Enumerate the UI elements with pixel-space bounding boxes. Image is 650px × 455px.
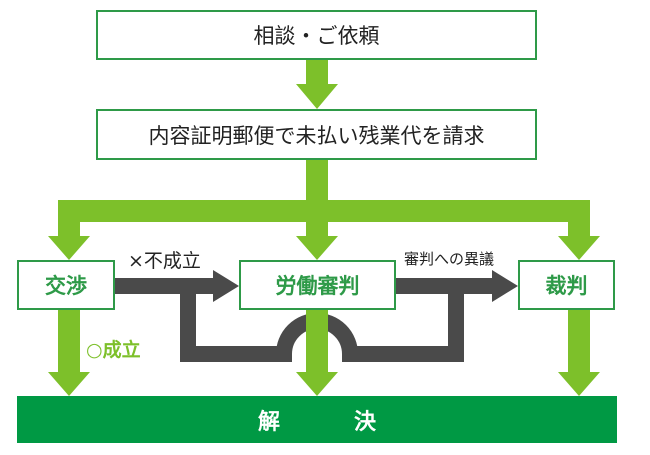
arrow-shaft-to-lawsuit — [568, 200, 590, 238]
node-resolution: 解 決 — [17, 396, 617, 443]
arrow-shaft-consult-to-demand — [306, 60, 328, 84]
node-resolution-label: 解 決 — [257, 409, 402, 435]
node-consultation-label: 相談・ご依頼 — [253, 24, 380, 48]
arrow-head-tribunal-to-resolution — [296, 372, 338, 396]
node-lawsuit-label: 裁判 — [545, 274, 588, 298]
node-negotiation: 交渉 — [17, 260, 115, 310]
node-consultation: 相談・ご依頼 — [96, 10, 537, 60]
bypass-bottom-left — [180, 346, 292, 362]
arrow-head-to-lawsuit — [558, 236, 600, 260]
node-labor-tribunal-label: 労働審判 — [275, 274, 360, 298]
bypass-left-drop — [180, 286, 196, 362]
arrow-demand-stem — [306, 160, 328, 210]
arrow-head-negotiation-to-tribunal — [213, 270, 239, 302]
arrow-head-tribunal-to-lawsuit — [492, 270, 518, 302]
node-labor-tribunal: 労働審判 — [239, 260, 396, 310]
arrow-head-consult-to-demand — [296, 84, 338, 109]
node-demand-letter: 内容証明郵便で未払い残業代を請求 — [96, 109, 537, 160]
arrow-head-to-tribunal — [296, 236, 338, 260]
arrow-head-negotiation-to-resolution — [48, 372, 90, 396]
label-not-settled: ×不成立 — [128, 250, 201, 272]
bypass-bottom-right — [342, 346, 464, 362]
arrow-shaft-lawsuit-to-resolution — [568, 310, 590, 374]
label-settled: ○成立 — [86, 339, 141, 361]
node-negotiation-label: 交渉 — [45, 274, 87, 298]
arrow-head-lawsuit-to-resolution — [558, 372, 600, 396]
label-objection: 審判への異議 — [404, 250, 495, 268]
node-demand-letter-label: 内容証明郵便で未払い残業代を請求 — [148, 123, 485, 148]
arrow-shaft-tribunal-to-lawsuit — [396, 278, 494, 294]
arrow-head-to-negotiation — [48, 236, 90, 260]
arrow-shaft-tribunal-to-resolution — [306, 310, 328, 374]
arrow-shaft-negotiation-to-resolution — [58, 310, 80, 374]
arrow-shaft-to-negotiation — [58, 200, 80, 238]
arrow-shaft-negotiation-to-tribunal — [115, 278, 215, 294]
arrow-shaft-to-tribunal — [306, 200, 328, 238]
node-lawsuit: 裁判 — [518, 260, 615, 310]
bypass-right-rise — [448, 278, 464, 362]
